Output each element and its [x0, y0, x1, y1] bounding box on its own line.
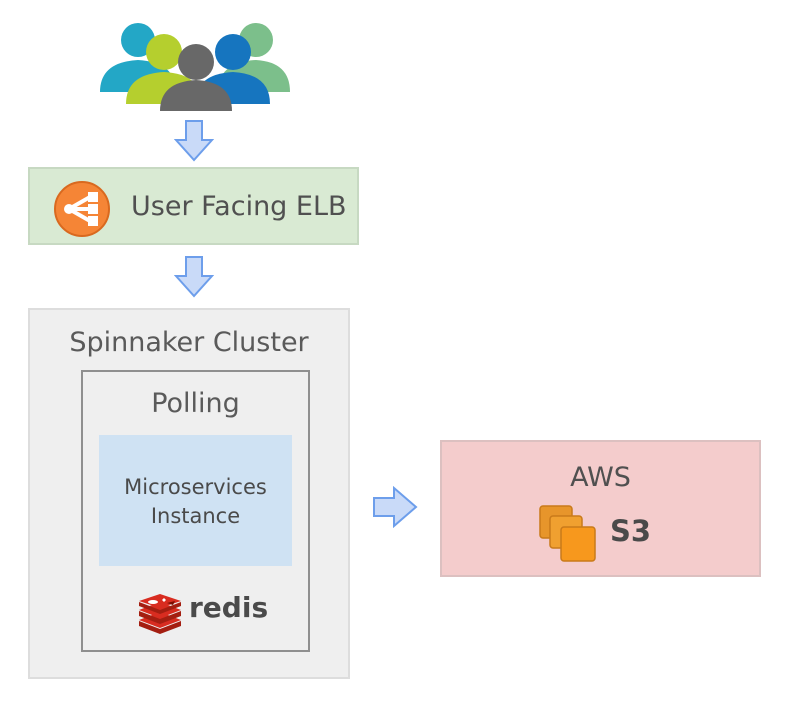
arrow-down-icon [173, 256, 215, 298]
polling-label: Polling [151, 388, 240, 419]
aws-node: AWS S3 [440, 440, 761, 577]
elb-node: User Facing ELB [28, 167, 359, 245]
load-balancer-icon [54, 181, 110, 237]
elb-label: User Facing ELB [131, 191, 347, 222]
redis-label: redis [189, 591, 269, 624]
aws-label: AWS [570, 462, 631, 493]
s3-label: S3 [610, 514, 652, 548]
microservices-instance: Microservices Instance [99, 435, 292, 566]
microservices-label: Microservices Instance [99, 473, 292, 531]
s3-bucket-icon [539, 505, 597, 563]
polling-group: Polling Microservices Instance redis [81, 370, 310, 652]
users-group-icon [98, 20, 290, 112]
microservices-line1: Microservices [124, 475, 267, 499]
redis-icon [137, 594, 183, 634]
spinnaker-cluster: Spinnaker Cluster Polling Microservices … [28, 308, 350, 679]
cluster-label: Spinnaker Cluster [69, 327, 309, 358]
arrow-right-icon [372, 485, 418, 529]
microservices-line2: Instance [150, 504, 241, 528]
arrow-down-icon [173, 120, 215, 162]
